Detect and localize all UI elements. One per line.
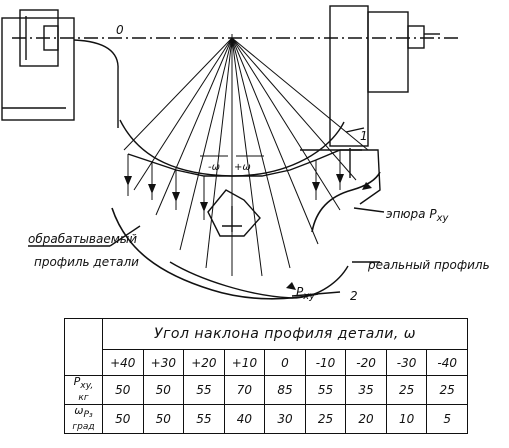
force-table: Угол наклона профиля детали, ω +40 +30 +… <box>64 318 468 435</box>
real-profile <box>169 261 349 299</box>
value-cell: 25 <box>426 374 468 406</box>
angle-cell: +20 <box>183 349 225 376</box>
right-spindle-block <box>367 11 409 93</box>
row-label-pxy: Pxy,кг <box>64 374 103 406</box>
cutting-tool <box>207 189 261 237</box>
label-real-profile: реальный профиль <box>367 258 490 272</box>
value-cell: 35 <box>345 374 387 406</box>
value-cell: 50 <box>102 404 144 435</box>
force-rays <box>123 37 369 277</box>
label-processed-2: профиль детали <box>34 255 139 269</box>
table-row: Pxy,кг 50 50 55 70 85 55 35 25 25 <box>64 374 468 406</box>
angle-cell: 0 <box>264 349 306 376</box>
angle-row: +40 +30 +20 +10 0 -10 -20 -30 -40 <box>65 349 468 376</box>
value-cell: 55 <box>183 404 225 435</box>
processed-profile <box>111 207 319 300</box>
angle-cell: -20 <box>345 349 387 376</box>
arrowheads <box>124 174 372 290</box>
leader-1 <box>345 127 365 133</box>
label-one: 1 <box>360 129 368 143</box>
value-cell: 20 <box>345 404 387 435</box>
label-processed-1: обрабатываемый <box>28 232 137 246</box>
value-cell: 25 <box>385 374 428 406</box>
left-workpiece-edge <box>73 39 119 128</box>
angle-cell: +40 <box>102 349 144 376</box>
construction-verticals <box>127 150 341 220</box>
value-cell: 70 <box>223 374 266 406</box>
value-cell: 50 <box>102 374 144 406</box>
value-cell: 10 <box>385 404 428 435</box>
value-cell: 40 <box>223 404 266 435</box>
table-corner <box>64 318 103 376</box>
angle-cell: -30 <box>385 349 428 376</box>
left-spindle-outer <box>1 17 75 121</box>
construction-steps <box>127 149 362 177</box>
value-cell: 85 <box>264 374 306 406</box>
angle-cell: -10 <box>304 349 347 376</box>
value-cell: 30 <box>264 404 306 435</box>
value-cell: 25 <box>304 404 347 435</box>
label-plus-omega: +ω <box>234 162 251 173</box>
value-cell: 55 <box>183 374 225 406</box>
epure-frame <box>300 149 381 205</box>
value-cell: 55 <box>304 374 347 406</box>
right-center <box>407 25 425 49</box>
label-two: 2 <box>350 289 358 303</box>
value-cell: 50 <box>142 404 185 435</box>
leader-2 <box>291 291 341 297</box>
label-zero: 0 <box>116 23 124 37</box>
angle-cell: -40 <box>426 349 468 376</box>
label-pxy: Pxy <box>296 285 316 302</box>
leader-epure <box>353 207 385 213</box>
angle-cell: +30 <box>142 349 185 376</box>
value-cell: 5 <box>426 404 468 435</box>
epure-curve <box>311 171 381 233</box>
right-spindle-outer <box>329 5 369 147</box>
label-minus-omega: -ω <box>208 162 220 173</box>
value-cell: 50 <box>142 374 185 406</box>
table-title: Угол наклона профиля детали, ω <box>102 318 468 350</box>
angle-cell: +10 <box>223 349 266 376</box>
leader-processed-tick <box>109 225 141 247</box>
label-epure: эпюра Pxy <box>386 207 449 224</box>
